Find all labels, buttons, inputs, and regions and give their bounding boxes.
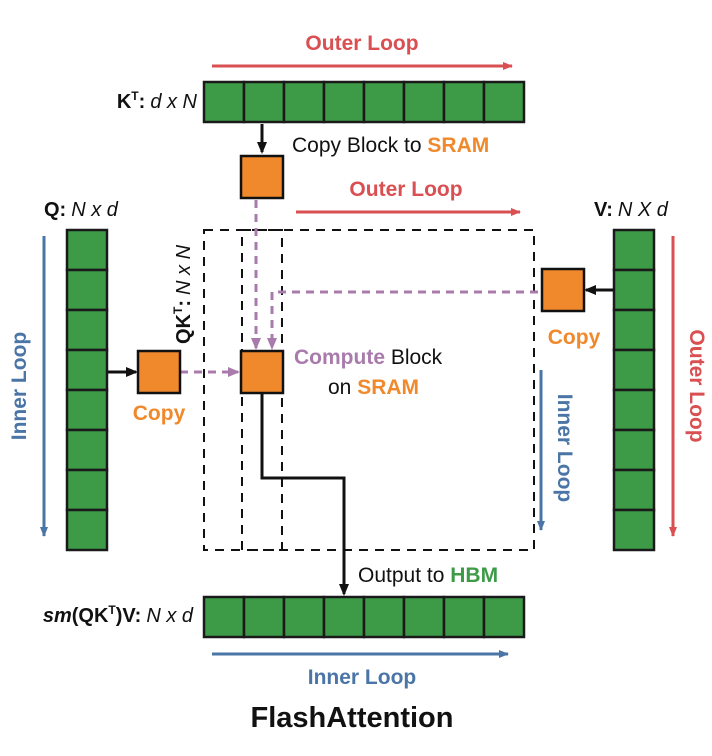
kt-block-2 <box>242 80 286 124</box>
qkt-colon: : <box>173 300 195 307</box>
q-block-5 <box>65 388 109 432</box>
output-to-hbm-label: Output to HBM <box>358 564 498 587</box>
copy-block-text: Copy Block to <box>292 134 427 157</box>
kt-name: K <box>117 91 132 113</box>
block-word: Block <box>385 346 443 369</box>
qkt-dims: N x N <box>173 244 195 295</box>
kt-superscript: T <box>131 89 139 103</box>
out-block-6 <box>402 595 446 639</box>
qkt-matrix-label: QKT: N x N <box>171 244 195 344</box>
top-outer-loop-label: Outer Loop <box>305 32 418 55</box>
out-fn: sm <box>43 605 72 627</box>
v-copy-label: Copy <box>548 326 601 349</box>
diagram-title: FlashAttention <box>251 702 454 734</box>
out-block-3 <box>282 595 326 639</box>
v-block-4 <box>612 348 656 392</box>
q-block-4 <box>65 348 109 392</box>
on-sram-label: on SRAM <box>328 376 419 399</box>
out-open: (QK <box>72 605 109 627</box>
output-matrix <box>202 595 526 639</box>
out-block-8 <box>482 595 526 639</box>
sram-label-2: SRAM <box>357 376 419 399</box>
right-inner-loop-label: Inner Loop <box>553 394 576 503</box>
kt-matrix <box>202 80 526 124</box>
v-to-compute-flow <box>267 290 538 350</box>
qkt-superscript: T <box>171 306 185 314</box>
kt-block-1 <box>202 80 246 124</box>
v-matrix <box>612 228 656 552</box>
sram-label-1: SRAM <box>427 134 489 157</box>
q-block-7 <box>65 468 109 512</box>
bottom-inner-loop-label: Inner Loop <box>308 666 417 689</box>
compute-sram-block <box>239 349 285 395</box>
v-dims: N X d <box>618 199 669 221</box>
out-block-2 <box>242 595 286 639</box>
kt-block-8 <box>482 80 526 124</box>
compute-block-label: Compute Block <box>294 346 443 369</box>
hbm-label: HBM <box>450 564 498 587</box>
out-close: )V: <box>116 605 142 627</box>
q-block-2 <box>65 268 109 312</box>
q-block-3 <box>65 308 109 352</box>
q-matrix-label: Q:N x d <box>44 199 119 221</box>
kt-block-4 <box>322 80 366 124</box>
v-sram-block <box>540 267 586 313</box>
q-copy-label: Copy <box>133 402 186 425</box>
kt-block-5 <box>362 80 406 124</box>
output-matrix-label: sm(QKT)V:N x d <box>43 603 194 627</box>
q-block-1 <box>65 228 109 272</box>
v-block-5 <box>612 388 656 432</box>
kt-block-7 <box>442 80 486 124</box>
q-matrix <box>65 228 109 552</box>
v-block-2 <box>612 268 656 312</box>
out-superscript: T <box>108 603 116 617</box>
output-to-hbm-arrow <box>260 393 349 596</box>
q-block-6 <box>65 428 109 472</box>
right-outer-loop-label: Outer Loop <box>685 329 708 442</box>
q-block-8 <box>65 508 109 552</box>
out-block-7 <box>442 595 486 639</box>
q-sram-block <box>136 349 182 395</box>
out-dims: N x d <box>146 605 194 627</box>
v-block-6 <box>612 428 656 472</box>
left-inner-loop-label: Inner Loop <box>8 332 31 441</box>
qkt-region <box>203 229 535 551</box>
v-block-3 <box>612 308 656 352</box>
v-block-1 <box>612 228 656 272</box>
kt-dims: d x N <box>150 91 197 113</box>
kt-matrix-label: KT:d x N <box>117 89 198 113</box>
v-matrix-label: V:N X d <box>594 199 669 221</box>
q-name: Q: <box>44 199 66 221</box>
compute-word: Compute <box>294 346 385 369</box>
out-block-5 <box>362 595 406 639</box>
q-dims: N x d <box>71 199 119 221</box>
output-text: Output to <box>358 564 450 587</box>
out-block-4 <box>322 595 366 639</box>
v-block-7 <box>612 468 656 512</box>
v-block-8 <box>612 508 656 552</box>
out-block-1 <box>202 595 246 639</box>
qkt-name: QK <box>173 313 195 344</box>
mid-outer-loop-label: Outer Loop <box>349 178 462 201</box>
copy-block-to-sram-label: Copy Block to SRAM <box>292 134 489 157</box>
kt-colon: : <box>139 91 146 113</box>
v-name: V: <box>594 199 613 221</box>
kt-block-6 <box>402 80 446 124</box>
kt-block-3 <box>282 80 326 124</box>
kt-sram-block <box>239 154 285 200</box>
on-word: on <box>328 376 357 399</box>
